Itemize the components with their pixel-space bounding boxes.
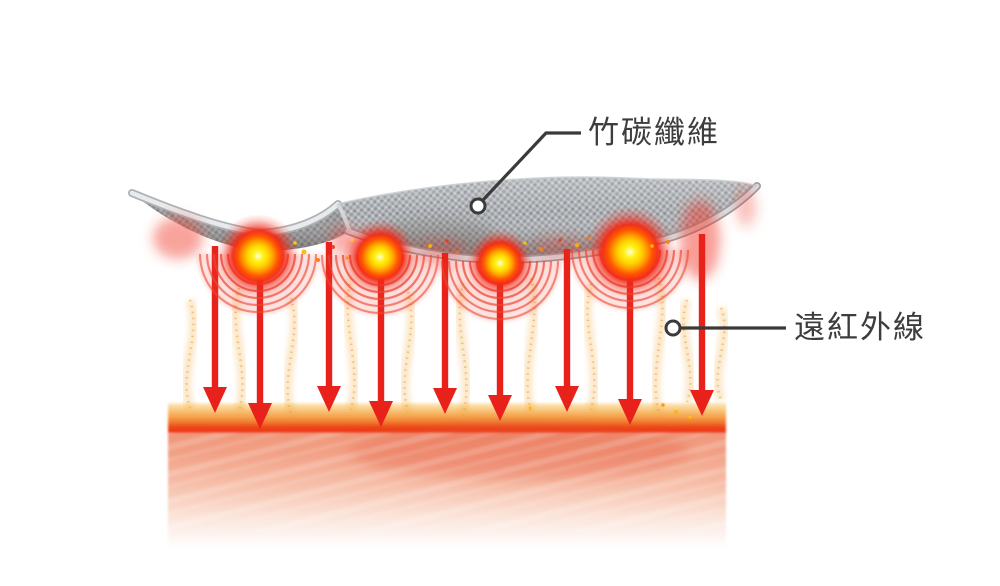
spark-speck (523, 241, 527, 245)
spark-speck (293, 241, 297, 245)
fabric-label: 竹碳纖維 (588, 115, 720, 150)
spark-speck (674, 410, 678, 414)
ir-ray-arrow (203, 246, 227, 413)
spark-speck (455, 250, 459, 254)
heat-wave (400, 290, 416, 414)
spark-speck (331, 245, 335, 249)
spark-speck (345, 256, 349, 260)
glow-spot (466, 229, 534, 297)
heat-wave (283, 296, 299, 416)
heat-wave (651, 276, 667, 416)
heat-wave (455, 281, 471, 418)
spark-speck (650, 244, 654, 248)
ir-ray-arrow (248, 258, 272, 429)
ir-ray-arrow (618, 254, 642, 425)
callout-leaders (469, 131, 786, 337)
leader-infrared-marker (664, 319, 682, 337)
spark-specks-layer (293, 236, 692, 419)
spark-speck (574, 242, 580, 248)
heat-wave (679, 298, 695, 404)
spark-speck (558, 238, 562, 242)
spark-speck (428, 244, 432, 248)
ir-ray-arrow (369, 259, 393, 427)
heat-wave (713, 306, 729, 402)
heat-wave (182, 298, 198, 410)
glow-spot (584, 206, 676, 298)
spark-speck (528, 406, 532, 410)
spark-speck (586, 236, 590, 240)
ir-ray-arrow (488, 264, 512, 421)
infrared-label: 遠紅外線 (794, 310, 926, 345)
ir-ray-arrow (433, 253, 457, 414)
heated-surface (168, 403, 726, 548)
ir-ray-arrow (555, 249, 579, 412)
heat-wave (583, 282, 599, 412)
leader-fabric-line (481, 131, 581, 202)
heat-wave (523, 276, 539, 414)
spark-speck (688, 415, 692, 419)
spark-speck (445, 239, 449, 243)
ir-arrows-layer (203, 234, 714, 429)
leader-fabric (469, 131, 581, 215)
glow-spot (216, 214, 300, 298)
spark-speck (301, 249, 307, 255)
spark-speck (666, 240, 670, 244)
spark-speck (350, 238, 354, 242)
glow-spot (342, 219, 418, 295)
leader-infrared (664, 319, 786, 337)
leader-fabric-marker (469, 197, 487, 215)
spark-speck (316, 258, 320, 262)
skin-texture (168, 433, 726, 533)
spark-speck (661, 403, 665, 407)
ir-ray-arrow (690, 234, 714, 416)
ir-ray-arrow (317, 242, 341, 412)
glow-spots-layer (216, 206, 676, 298)
spark-speck (539, 247, 543, 251)
